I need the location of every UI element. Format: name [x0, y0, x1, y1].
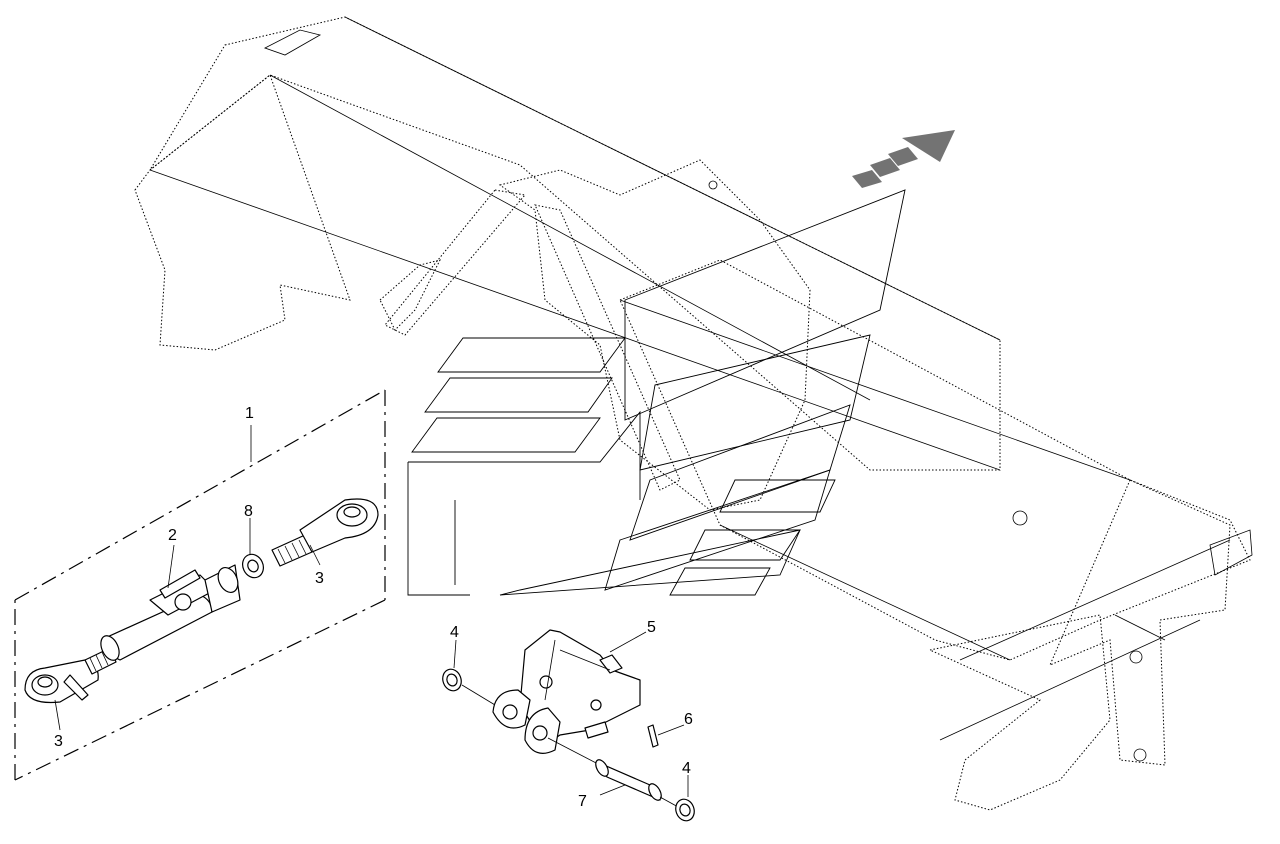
washer-lower: [675, 798, 695, 822]
callout-1: 1: [245, 405, 254, 422]
callout-4-lower: 4: [682, 760, 691, 777]
ball-joint-end-left: [24, 659, 99, 704]
callout-leaders: [54, 425, 689, 797]
spring-pin: [647, 724, 659, 748]
hitch-bracket-assembly: [442, 629, 695, 822]
callout-3-left: 3: [54, 733, 63, 750]
callout-5: 5: [647, 619, 656, 636]
arrow-segment-icon: [870, 158, 900, 177]
arrow-segment-icon: [888, 147, 918, 166]
ball-joint-end-right: [299, 498, 379, 553]
callout-2: 2: [168, 527, 177, 544]
hitch-bracket: [492, 629, 641, 754]
forward-direction-arrow-icon: [852, 130, 955, 188]
mower-frame-outline: [134, 16, 1251, 811]
arrow-head-icon: [902, 130, 955, 162]
callout-7: 7: [578, 793, 587, 810]
callout-labels: 1 2 3 3 4 4 5 6 7 8: [54, 405, 693, 810]
callout-4-upper: 4: [450, 624, 459, 641]
frame-detail-lines: [149, 16, 1253, 762]
lock-nut: [242, 553, 264, 579]
callout-6: 6: [684, 711, 693, 728]
arrow-segment-icon: [852, 170, 882, 188]
locking-handle: [149, 564, 241, 616]
adjustment-tube: [100, 594, 213, 661]
manufacturer-logo-watermark: [407, 189, 906, 596]
washer-upper: [442, 668, 462, 692]
top-link-boundary: [14, 389, 386, 781]
top-link-assembly: [24, 498, 379, 704]
callout-3-right: 3: [315, 570, 324, 587]
hitch-pin: [547, 737, 681, 809]
callout-8: 8: [244, 503, 253, 520]
